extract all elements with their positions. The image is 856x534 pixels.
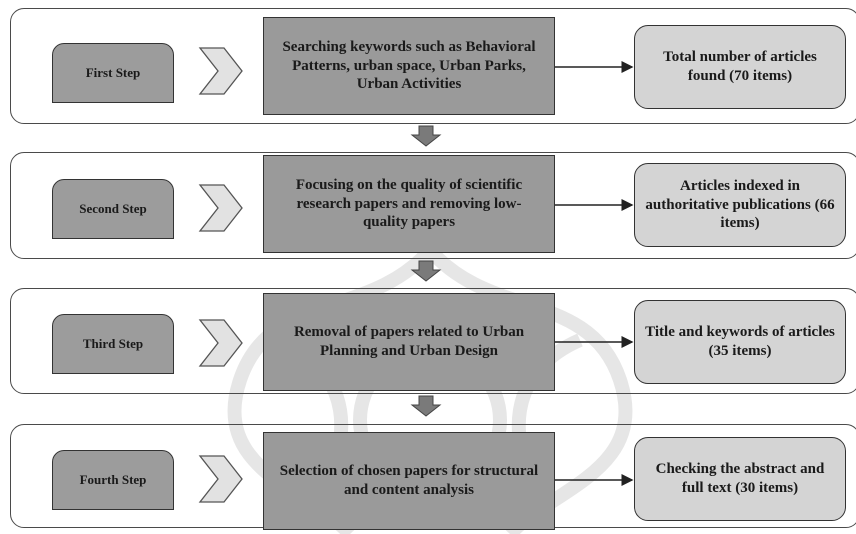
process-box-first: Searching keywords such as Behavioral Pa…: [263, 17, 555, 115]
step-label-first: First Step: [52, 43, 174, 103]
process-box-third: Removal of papers related to Urban Plann…: [263, 293, 555, 391]
chevron-right-icon: [198, 319, 243, 367]
result-box-third: Title and keywords of articles (35 items…: [634, 300, 846, 384]
chevron-right-icon: [198, 455, 243, 503]
stage-first: [10, 8, 856, 124]
process-box-fourth: Selection of chosen papers for structura…: [263, 432, 555, 530]
chevron-right-icon: [198, 184, 243, 232]
result-box-fourth: Checking the abstract and full text (30 …: [634, 437, 846, 521]
result-box-second: Articles indexed in authoritative public…: [634, 163, 846, 247]
down-arrow-icon: [410, 395, 442, 417]
down-arrow-icon: [410, 260, 442, 282]
stage-second: [10, 152, 856, 259]
process-box-second: Focusing on the quality of scientific re…: [263, 155, 555, 253]
stage-third: [10, 288, 856, 394]
step-label-second: Second Step: [52, 179, 174, 239]
step-label-fourth: Fourth Step: [52, 450, 174, 510]
down-arrow-icon: [410, 125, 442, 147]
result-box-first: Total number of articles found (70 items…: [634, 25, 846, 109]
chevron-right-icon: [198, 47, 243, 95]
step-label-third: Third Step: [52, 314, 174, 374]
